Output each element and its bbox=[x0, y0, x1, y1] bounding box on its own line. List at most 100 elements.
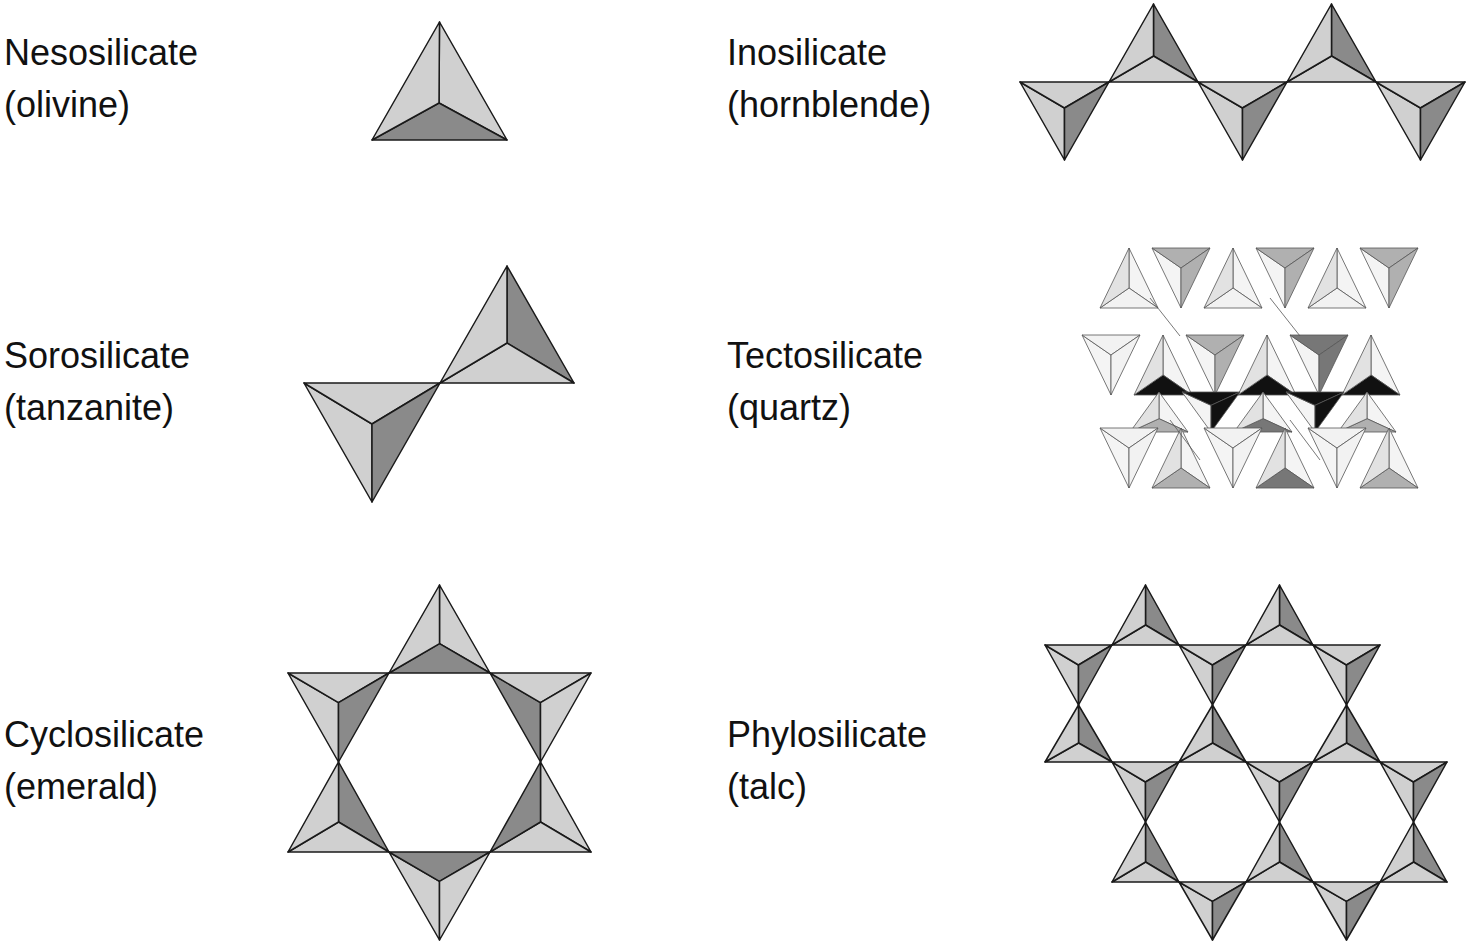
tetrahedron-face bbox=[1308, 248, 1337, 308]
tetrahedron-face bbox=[1280, 762, 1314, 822]
tetrahedron-face bbox=[1211, 392, 1240, 432]
silicate-tetrahedron bbox=[1342, 335, 1400, 395]
class-name: Cyclosilicate bbox=[4, 713, 204, 757]
class-name: Tectosilicate bbox=[727, 334, 923, 378]
tetrahedron-face bbox=[1238, 335, 1267, 395]
tetrahedron-face bbox=[1285, 248, 1314, 308]
tetrahedron-face bbox=[1313, 705, 1347, 762]
tetrahedron-face bbox=[1233, 428, 1262, 488]
silicate-tetrahedron bbox=[1313, 705, 1380, 762]
silicate-tetrahedron bbox=[1308, 428, 1366, 488]
tetrahedron-face bbox=[288, 762, 339, 852]
silicate-tetrahedron bbox=[1287, 4, 1376, 82]
tetrahedron-face bbox=[1213, 882, 1247, 940]
tetrahedron-face bbox=[372, 383, 440, 502]
tetrahedron-face bbox=[1152, 428, 1181, 488]
tetrahedron-face bbox=[1130, 392, 1159, 432]
silicate-tetrahedron bbox=[1112, 585, 1179, 645]
silicate-tetrahedron bbox=[1179, 705, 1246, 762]
silicate-tetrahedron bbox=[1376, 82, 1465, 160]
tetrahedron-face bbox=[1146, 762, 1180, 822]
silicate-tetrahedron bbox=[1246, 762, 1313, 822]
class-name: Nesosilicate bbox=[4, 31, 198, 75]
tetrahedron-face bbox=[1129, 428, 1158, 488]
class-name: Phylosilicate bbox=[727, 713, 927, 757]
silicate-tetrahedron bbox=[288, 762, 389, 852]
sorosilicate-figure bbox=[304, 266, 574, 502]
tetrahedron-face bbox=[1246, 585, 1280, 645]
silicate-tetrahedron bbox=[1256, 428, 1314, 488]
inosilicate-figure bbox=[1020, 4, 1465, 160]
tetrahedron-face bbox=[1112, 822, 1146, 882]
phyllosilicate-figure bbox=[1045, 585, 1447, 940]
example-mineral: (emerald) bbox=[4, 765, 158, 809]
silicate-tetrahedron bbox=[1246, 822, 1313, 882]
silicate-tetrahedron bbox=[1112, 822, 1179, 882]
silicate-tetrahedron bbox=[389, 585, 490, 673]
tetrahedron-face bbox=[1347, 882, 1381, 940]
example-mineral: (hornblende) bbox=[727, 83, 931, 127]
silicate-tetrahedron bbox=[490, 673, 591, 762]
nesosilicate-figure bbox=[372, 22, 507, 140]
silicate-tetrahedron bbox=[1290, 335, 1348, 395]
tetrahedron-face bbox=[1179, 705, 1213, 762]
silicate-tetrahedron bbox=[1313, 882, 1380, 940]
tetrahedron-face bbox=[1389, 248, 1418, 308]
tetrahedron-face bbox=[1421, 82, 1466, 160]
example-mineral: (tanzanite) bbox=[4, 386, 174, 430]
silicate-tetrahedron bbox=[389, 852, 490, 940]
tetrahedron-face bbox=[1256, 428, 1285, 488]
tetrahedron-face bbox=[389, 585, 440, 673]
silicate-tetrahedron bbox=[1234, 392, 1292, 432]
framework-link bbox=[1290, 420, 1320, 460]
tetrahedron-face bbox=[1111, 335, 1140, 395]
tetrahedron-face bbox=[1134, 335, 1163, 395]
silicate-tetrahedron bbox=[1313, 645, 1380, 705]
tetrahedron-face bbox=[1234, 392, 1263, 432]
silicate-tetrahedron bbox=[1045, 645, 1112, 705]
tetrahedron-face bbox=[1065, 82, 1110, 160]
tetrahedron-face bbox=[1243, 82, 1288, 160]
example-mineral: (talc) bbox=[727, 765, 807, 809]
silicate-tetrahedron bbox=[1082, 335, 1140, 395]
silicate-tetrahedron bbox=[1130, 392, 1188, 432]
silicate-tetrahedron bbox=[1100, 428, 1158, 488]
tetrahedron-face bbox=[1181, 248, 1210, 308]
silicate-tetrahedron bbox=[490, 762, 591, 852]
silicate-tetrahedron bbox=[1256, 248, 1314, 308]
tetrahedron-face bbox=[1342, 335, 1371, 395]
tetrahedron-face bbox=[1079, 645, 1113, 705]
class-name: Sorosilicate bbox=[4, 334, 190, 378]
tetrahedron-face bbox=[1109, 4, 1154, 82]
tetrahedron-face bbox=[440, 266, 507, 383]
example-mineral: (quartz) bbox=[727, 386, 851, 430]
silicate-tetrahedron bbox=[1109, 4, 1198, 82]
tetrahedron-face bbox=[1215, 335, 1244, 395]
silicate-tetrahedron bbox=[1020, 82, 1109, 160]
silicate-tetrahedron bbox=[288, 673, 389, 762]
silicate-tetrahedron bbox=[304, 383, 440, 502]
tetrahedron-face bbox=[1360, 428, 1389, 488]
example-mineral: (olivine) bbox=[4, 83, 130, 127]
silicate-tetrahedron bbox=[1380, 822, 1447, 882]
framework-link bbox=[1150, 298, 1180, 336]
framework-link bbox=[1170, 420, 1200, 460]
tetrahedron-face bbox=[1347, 645, 1381, 705]
silicate-tetrahedron bbox=[1182, 392, 1240, 432]
silicate-tetrahedron bbox=[1204, 428, 1262, 488]
silicate-tetrahedron bbox=[1380, 762, 1447, 822]
tetrahedron-face bbox=[490, 762, 541, 852]
framework-link bbox=[1270, 298, 1300, 336]
tetrahedron-face bbox=[1338, 392, 1367, 432]
tetrahedron-face bbox=[1100, 248, 1129, 308]
silicate-tetrahedron bbox=[1179, 645, 1246, 705]
tetrahedron-face bbox=[1319, 335, 1348, 395]
silicate-tetrahedron bbox=[1360, 428, 1418, 488]
silicate-tetrahedron bbox=[372, 22, 507, 140]
tetrahedron-face bbox=[1246, 822, 1280, 882]
cyclosilicate-figure bbox=[288, 585, 591, 940]
silicate-tetrahedron bbox=[1152, 248, 1210, 308]
tetrahedron-face bbox=[1204, 248, 1233, 308]
silicate-tetrahedron bbox=[1238, 335, 1296, 395]
silicate-tetrahedron bbox=[1152, 428, 1210, 488]
